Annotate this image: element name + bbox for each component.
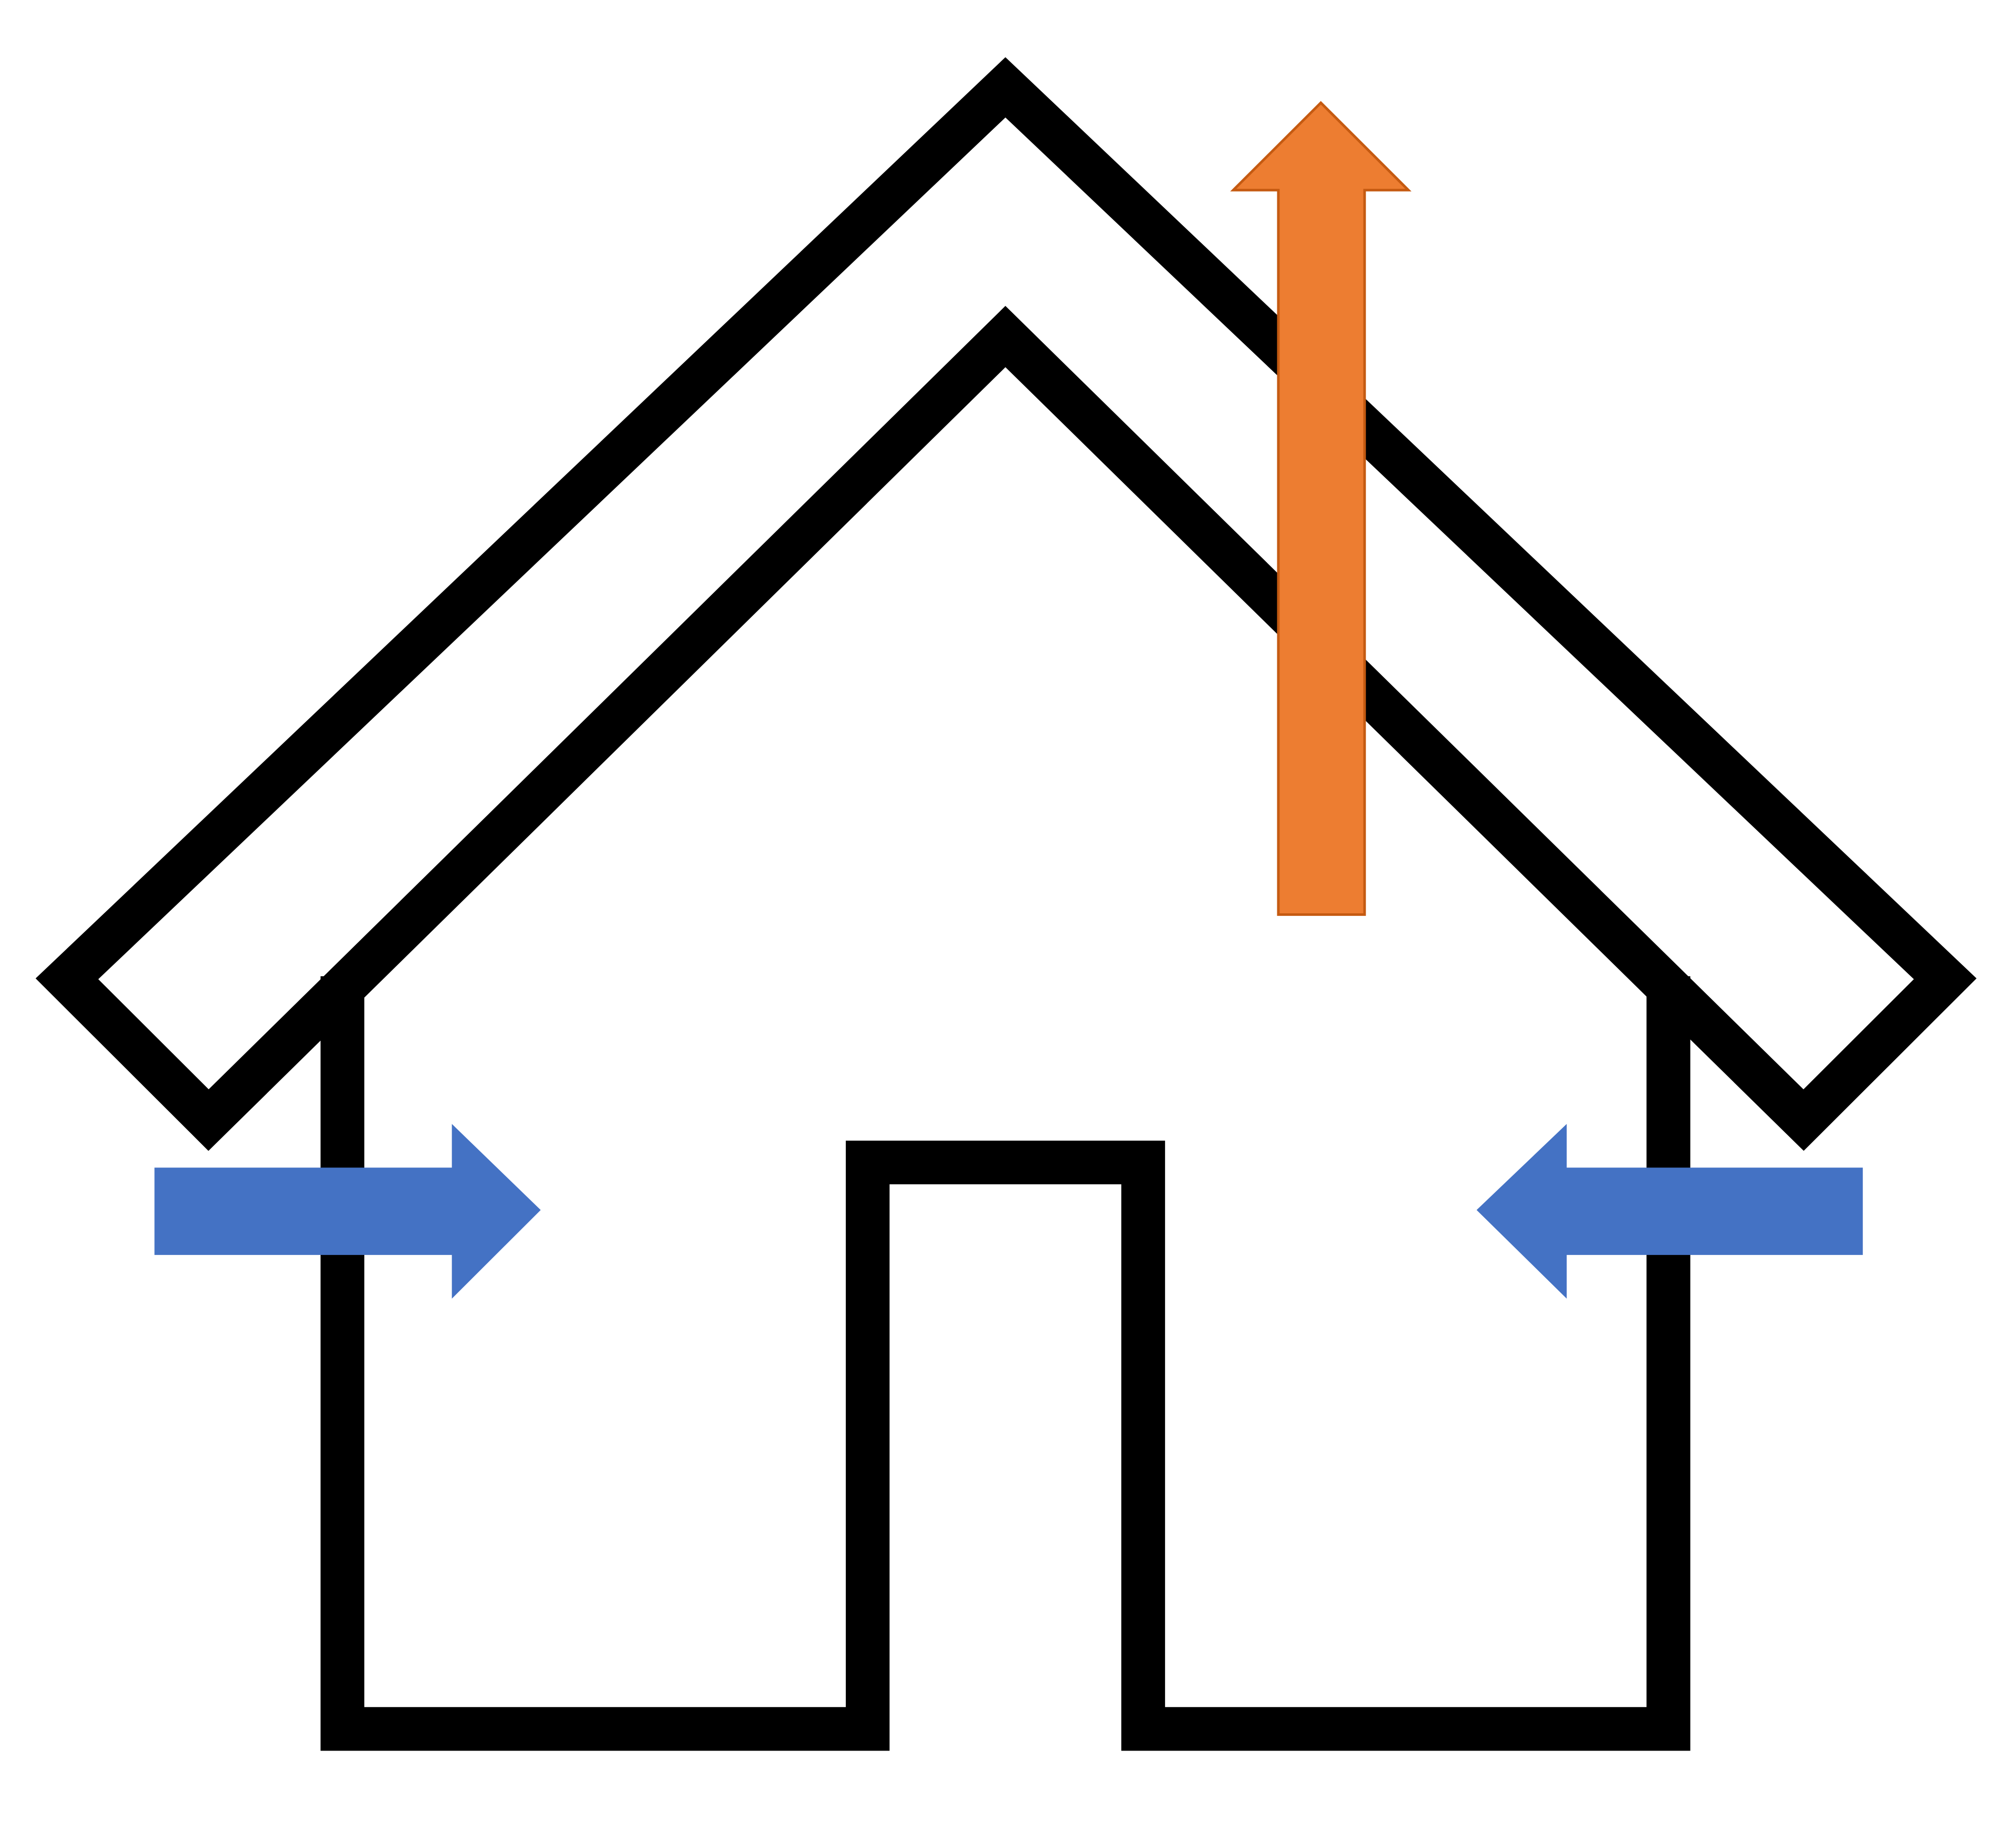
house-outline — [320, 976, 1690, 1751]
roof — [35, 57, 1977, 1151]
roof-outline — [35, 57, 1977, 1151]
house-body — [320, 976, 1690, 1751]
arrow-up-icon — [1230, 101, 1412, 916]
